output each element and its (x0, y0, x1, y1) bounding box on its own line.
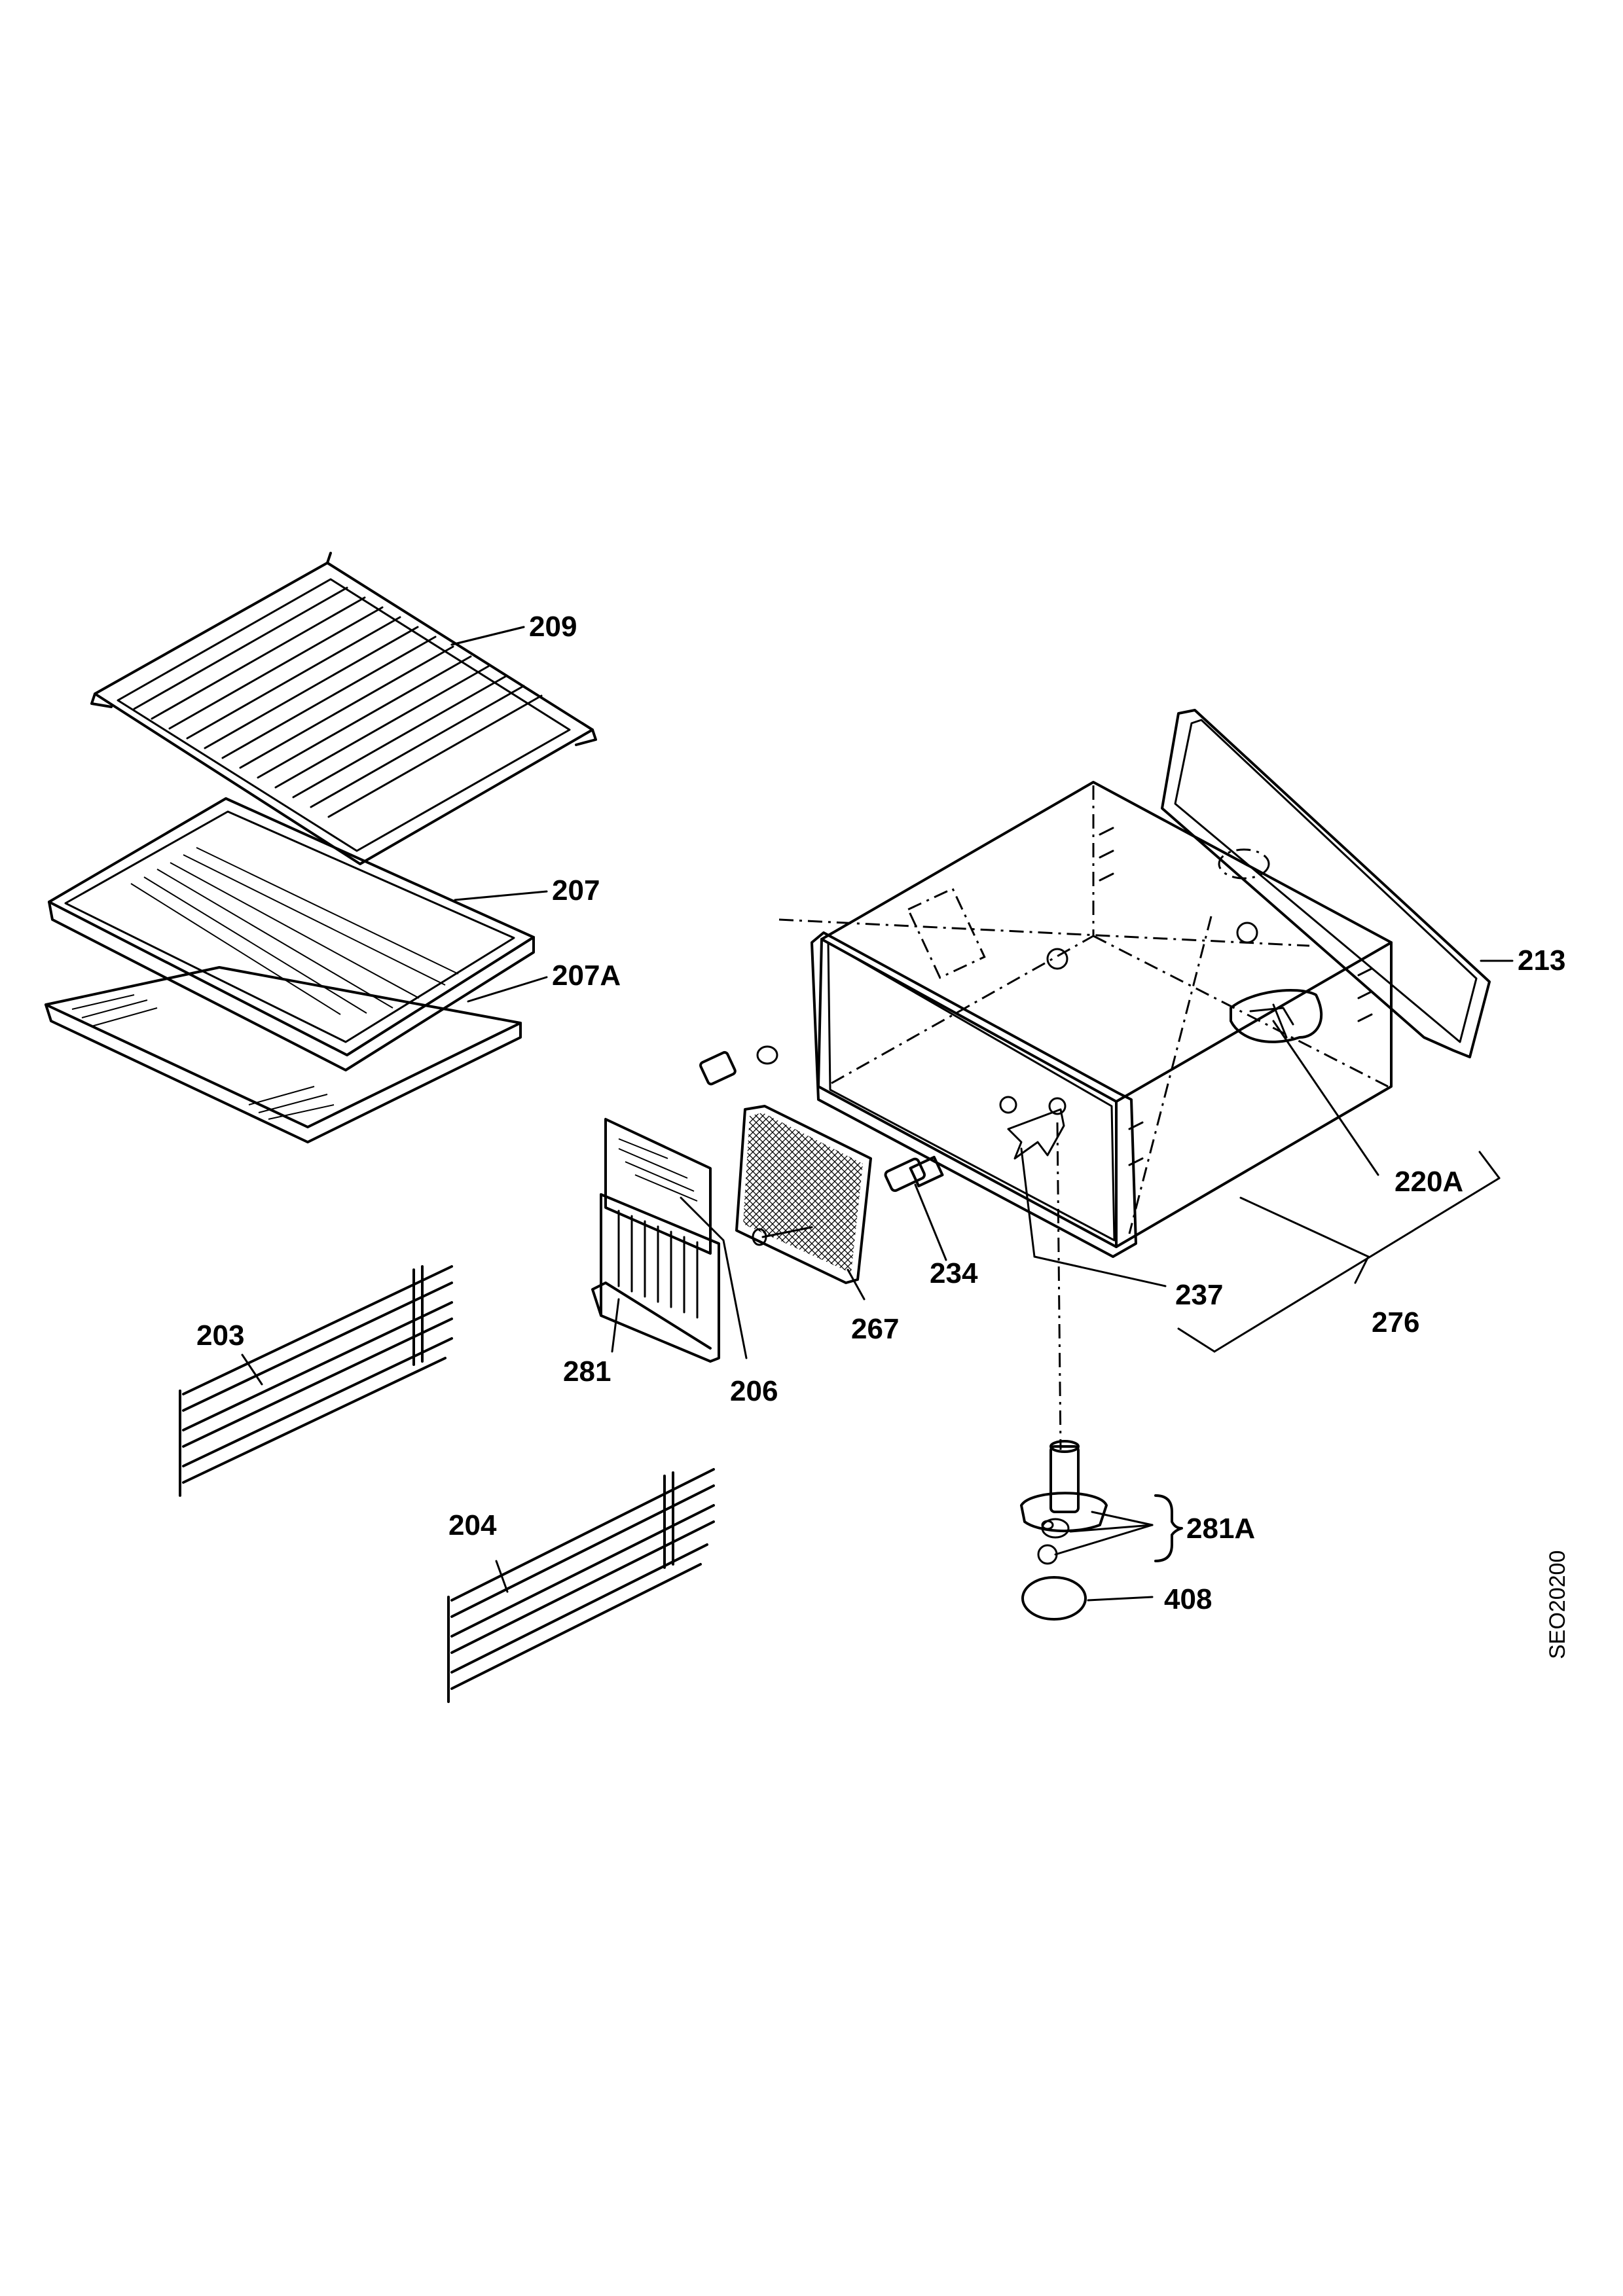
fan-disc-408 (1021, 1576, 1154, 1621)
label-207: 207 (552, 874, 600, 906)
door-seal-213 (1161, 709, 1514, 1058)
baffle-plate-206 (604, 1118, 748, 1359)
label-267: 267 (851, 1313, 899, 1345)
label-408: 408 (1164, 1583, 1212, 1615)
shelf-runner-203 (179, 1265, 453, 1497)
mesh-filter-267 (735, 1105, 872, 1300)
grille-281 (591, 1193, 720, 1363)
oven-shelf-209 (90, 552, 597, 865)
baking-tray-207 (48, 797, 548, 1071)
label-209: 209 (529, 611, 577, 643)
label-203: 203 (196, 1319, 244, 1352)
label-207a: 207A (552, 960, 621, 992)
sensor-220a (1230, 988, 1379, 1176)
label-204: 204 (448, 1509, 497, 1541)
drawing-code: SEO20200 (1545, 1551, 1570, 1659)
label-206: 206 (730, 1375, 778, 1407)
fixing-screws-237 (999, 1096, 1167, 1287)
label-237: 237 (1175, 1279, 1223, 1311)
fan-motor-281a (1020, 1122, 1183, 1565)
label-213: 213 (1518, 944, 1565, 977)
label-281: 281 (563, 1355, 611, 1388)
leader-lines (450, 626, 525, 646)
oven-cavity-276 (778, 781, 1501, 1353)
cavity-screw-holes (1099, 827, 1373, 1166)
label-220a: 220A (1395, 1166, 1463, 1198)
label-281a: 281A (1186, 1513, 1255, 1545)
label-234: 234 (930, 1257, 978, 1289)
flat-tray-207a (45, 966, 548, 1143)
shelf-runner-204 (447, 1468, 715, 1703)
label-276: 276 (1372, 1306, 1419, 1338)
lamp-234 (699, 1045, 947, 1261)
